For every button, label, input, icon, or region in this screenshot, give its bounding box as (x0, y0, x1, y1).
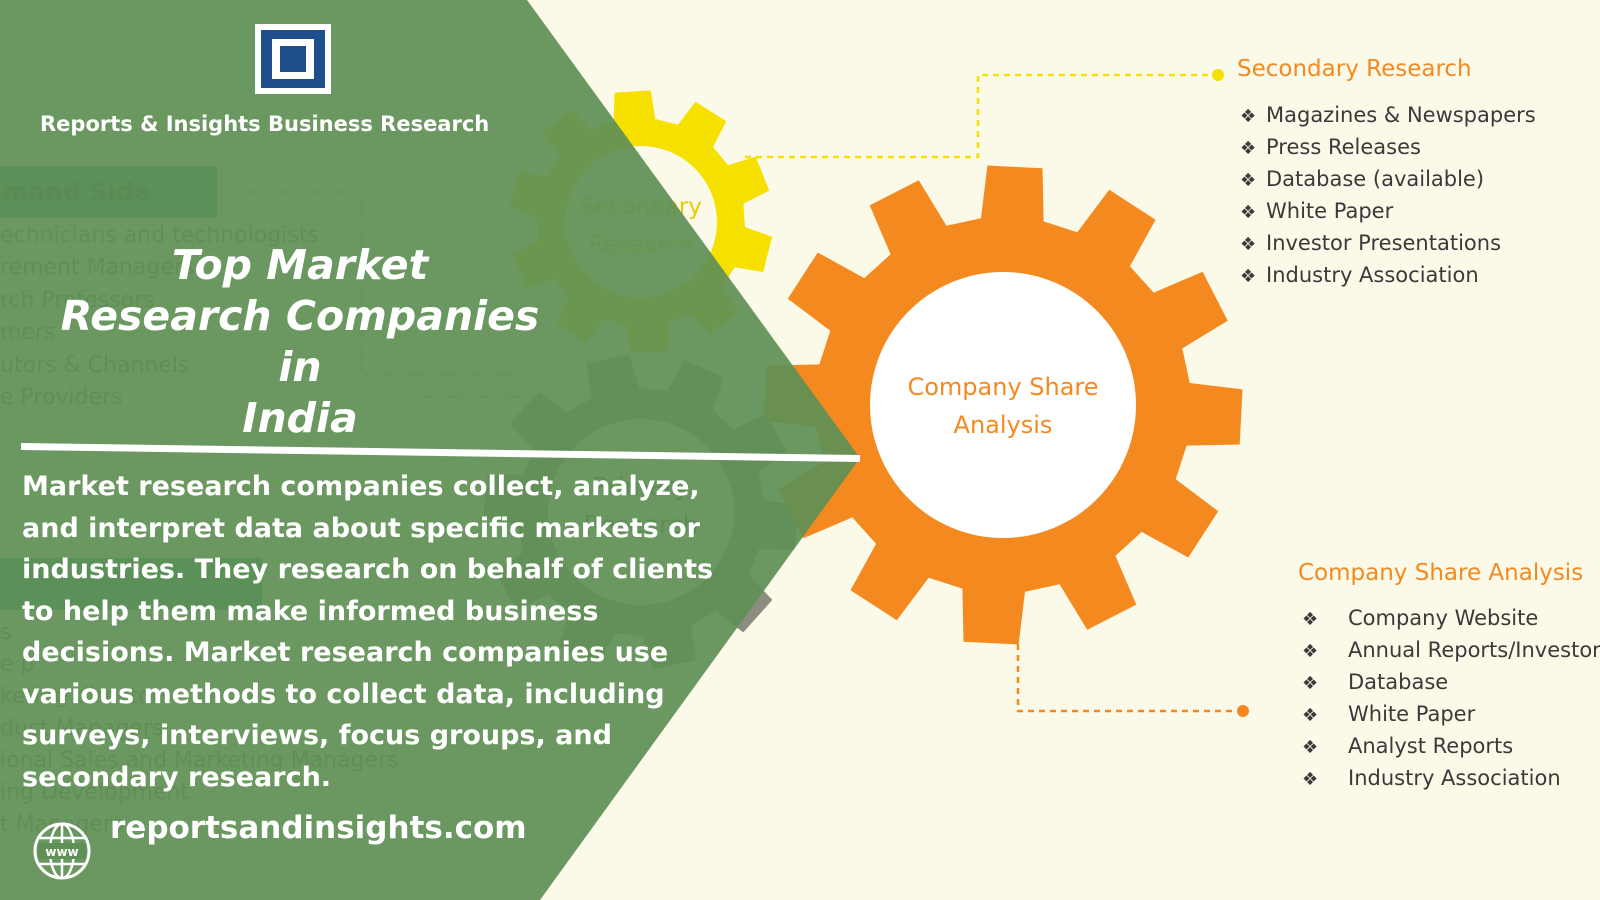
title-line-3: India (242, 394, 358, 442)
secondary-research-item: ❖ Database (available) (1240, 163, 1536, 195)
company-share-analysis-item-label: Database (1348, 670, 1449, 694)
company-share-analysis-item: ❖ Annual Reports/Investor (1302, 634, 1600, 666)
company-share-analysis-list: ❖ Company Website ❖ Annual Reports/Investor… (1302, 602, 1600, 794)
title-line-1: Top Market (171, 241, 429, 289)
bullet-icon: ❖ (1302, 641, 1319, 662)
supply-side-item: s (0, 620, 12, 645)
bullet-icon: ❖ (1302, 769, 1319, 790)
globe-www-icon: www (33, 822, 91, 880)
secondary-research-list: ❖ Magazines & Newspapers ❖ Press Releases ❖ D… (1240, 99, 1536, 291)
company-share-analysis-item-label: Industry Association (1348, 766, 1561, 790)
bullet-icon: ❖ (1240, 138, 1257, 159)
secondary-gear-label-line2: Research (588, 232, 694, 258)
brand-name: Reports & Insights Business Research (40, 112, 490, 136)
demand-side-header: mand Side (0, 166, 217, 218)
bullet-icon: ❖ (1240, 266, 1257, 287)
secondary-research-item: ❖ Press Releases (1240, 131, 1536, 163)
company-share-analysis-item: ❖ Company Website (1302, 602, 1600, 634)
company-share-analysis-item: ❖ White Paper (1302, 698, 1600, 730)
company-share-analysis-item-label: Company Website (1348, 606, 1539, 630)
company-share-analysis-item-label: Annual Reports/Investor (1348, 638, 1600, 662)
secondary-research-item-label: Investor Presentations (1266, 231, 1502, 255)
secondary-research-item-label: White Paper (1266, 199, 1394, 223)
secondary-research-item: ❖ Industry Association (1240, 259, 1536, 291)
svg-text:www: www (45, 845, 78, 859)
company-share-analysis-item: ❖ Database (1302, 666, 1600, 698)
page-title: Top Market Research Companies in India (40, 240, 560, 444)
company-share-analysis-item: ❖ Industry Association (1302, 762, 1600, 794)
bullet-icon: ❖ (1302, 705, 1319, 726)
company-share-gear-label-line1: Company Share (907, 373, 1099, 401)
bullet-icon: ❖ (1240, 234, 1257, 255)
secondary-connector-dot (1212, 69, 1224, 81)
bullet-icon: ❖ (1240, 170, 1257, 191)
title-line-2: Research Companies in (60, 292, 540, 391)
company-share-gear-hole (870, 272, 1136, 538)
bullet-icon: ❖ (1240, 202, 1257, 223)
secondary-research-item: ❖ Magazines & Newspapers (1240, 99, 1536, 131)
secondary-gear-label: Secondary Research (561, 188, 721, 264)
bullet-icon: ❖ (1302, 737, 1319, 758)
company-share-connector-dot (1237, 705, 1249, 717)
company-share-analysis-heading: Company Share Analysis (1298, 560, 1584, 586)
reports-and-insights-logo (255, 24, 331, 94)
secondary-research-item: ❖ Investor Presentations (1240, 227, 1536, 259)
bullet-icon: ❖ (1302, 673, 1319, 694)
company-share-gear-label: Company Share Analysis (883, 368, 1123, 444)
description-paragraph: Market research companies collect, analy… (22, 471, 714, 793)
company-share-analysis-item: ❖ Analyst Reports (1302, 730, 1600, 762)
secondary-research-item-label: Database (available) (1266, 167, 1485, 191)
company-share-analysis-item-label: Analyst Reports (1348, 734, 1514, 758)
secondary-research-item: ❖ White Paper (1240, 195, 1536, 227)
company-share-analysis-item-label: White Paper (1348, 702, 1476, 726)
secondary-research-heading: Secondary Research (1237, 56, 1472, 82)
secondary-gear-label-line1: Secondary (580, 194, 702, 220)
bullet-icon: ❖ (1302, 609, 1319, 630)
bullet-icon: ❖ (1240, 106, 1257, 127)
website-link[interactable]: reportsandinsights.com (110, 810, 527, 846)
secondary-research-item-label: Magazines & Newspapers (1266, 103, 1536, 127)
secondary-research-item-label: Press Releases (1266, 135, 1421, 159)
secondary-research-item-label: Industry Association (1266, 263, 1479, 287)
company-share-gear-label-line2: Analysis (953, 411, 1053, 439)
